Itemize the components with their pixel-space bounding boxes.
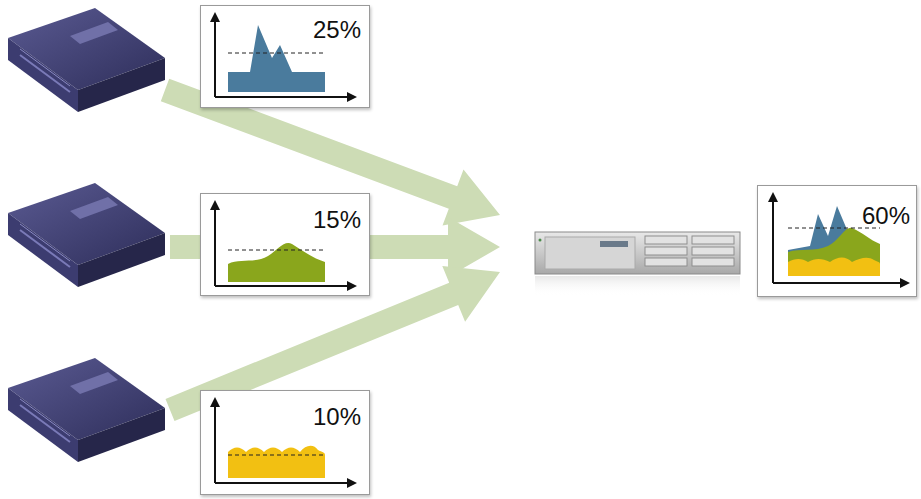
chart-box: 60% [757, 185, 917, 297]
source-servers [8, 8, 165, 462]
flow-arrows [161, 79, 500, 421]
percentage-label: 60% [862, 204, 910, 228]
chart-box: 10% [200, 390, 370, 495]
chart-box: 25% [200, 5, 370, 108]
chart-box: 15% [200, 193, 370, 296]
chart-panels [200, 5, 917, 495]
target-server [535, 232, 740, 296]
percentage-label: 10% [313, 405, 361, 429]
percentage-label: 25% [313, 18, 361, 42]
percentage-label: 15% [313, 208, 361, 232]
